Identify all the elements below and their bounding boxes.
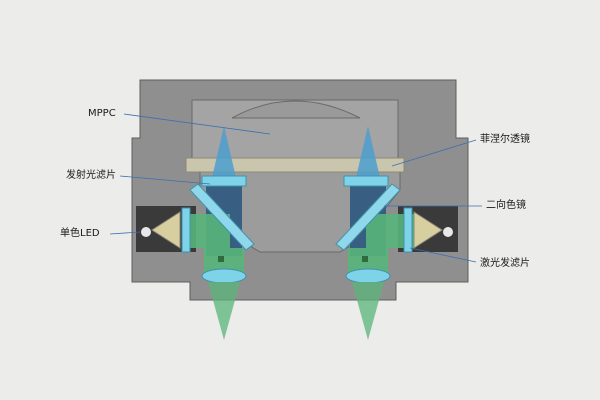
output-lens-right [345,268,391,284]
label-emission-filter: 发射光滤片 [66,170,116,181]
housing [131,79,469,301]
leader-fresnel [391,139,477,167]
led-dot-right [443,227,453,237]
label-excitation-filter: 激光发滤片 [480,258,530,269]
emission-filter-left [201,175,247,187]
label-dichroic-mirror: 二向色镜 [486,200,526,211]
label-led: 单色LED [60,228,100,239]
leader-excitation [409,247,477,263]
right-square [362,256,368,262]
output-lens-left [201,268,247,284]
leader-mppc [123,113,271,135]
fresnel-lens [185,157,405,173]
right-beam-output [352,282,384,340]
left-beam-output [208,282,240,340]
excitation-filter-left [181,207,191,253]
excitation-filter-right [403,207,413,253]
led-dot-left [141,227,151,237]
leader-emission [119,175,211,185]
mppc-dome [231,100,361,119]
right-beam-upper [354,126,382,186]
leader-led [109,231,141,235]
left-beam-upper [210,126,238,186]
dichroic-mirror-right [335,183,401,251]
dichroic-mirror-left [189,183,255,251]
label-fresnel-lens: 菲涅尔透镜 [480,134,530,145]
emission-filter-right [343,175,389,187]
leader-lines [109,113,482,263]
label-mppc: MPPC [88,108,116,119]
led-lens-left [151,211,181,249]
left-square [218,256,224,262]
